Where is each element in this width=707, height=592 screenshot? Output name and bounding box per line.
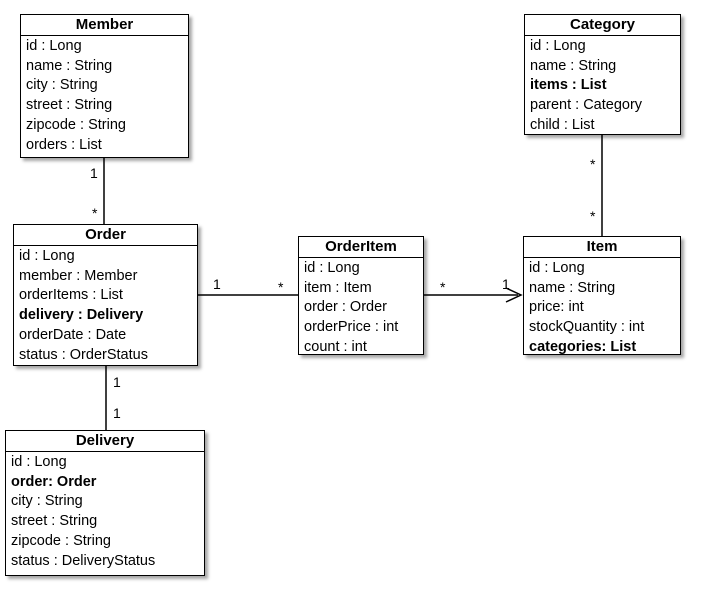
class-order: Order id : Long member : Member orderItems…	[13, 224, 198, 366]
class-attribute: order: Order	[11, 473, 97, 490]
class-orderitem: OrderItem id : Long item : Item order : Or…	[298, 236, 424, 355]
class-attribute: status : DeliveryStatus	[11, 552, 156, 569]
class-attribute: name : String	[530, 57, 617, 74]
class-attribute: street : String	[26, 97, 113, 114]
class-attribute: status : OrderStatus	[19, 346, 148, 363]
class-attribute: id : Long	[529, 260, 585, 276]
class-attribute: parent : Category	[530, 97, 643, 114]
class-attribute: member : Member	[19, 267, 138, 284]
class-attribute: id : Long	[11, 454, 67, 470]
multiplicity-member-end: 1	[90, 165, 98, 181]
class-attribute: items : List	[530, 77, 607, 94]
class-attribute: orderItems : List	[19, 287, 123, 304]
class-category: Category id : Long name : String items : L…	[524, 14, 681, 135]
multiplicity-order-to-delivery: 1	[113, 374, 121, 390]
multiplicity-item-from-category: *	[590, 208, 596, 224]
class-title: Order	[14, 225, 197, 246]
class-attribute: stockQuantity : int	[529, 319, 645, 336]
class-attribute: name : String	[26, 57, 113, 74]
class-attribute: price: int	[529, 299, 584, 316]
class-attribute: city : String	[26, 77, 98, 94]
class-title: Category	[525, 15, 680, 36]
class-attribute: zipcode : String	[11, 532, 111, 549]
multiplicity-orderitem-to-item: *	[440, 279, 446, 295]
class-attribute: item : Item	[304, 279, 372, 296]
class-attribute: order : Order	[304, 299, 387, 316]
multiplicity-orderitem-from-order: *	[278, 279, 284, 295]
multiplicity-item-from-orderitem: 1	[502, 276, 510, 292]
class-attribute: orderPrice : int	[304, 319, 399, 336]
class-title: OrderItem	[299, 237, 423, 258]
class-attribute: id : Long	[19, 248, 75, 264]
class-attribute: orderDate : Date	[19, 326, 127, 343]
class-title: Member	[21, 15, 188, 36]
class-attributes: id : Long name : String items : List parent…	[525, 36, 680, 136]
class-attribute: delivery : Delivery	[19, 307, 144, 324]
multiplicity-order-end: *	[92, 205, 98, 221]
class-member: Member id : Long name : String city : Stri…	[20, 14, 189, 158]
class-attribute: id : Long	[26, 38, 82, 54]
class-attribute: name : String	[529, 279, 616, 296]
class-attribute: zipcode : String	[26, 116, 126, 133]
class-attribute: count : int	[304, 338, 367, 355]
class-attributes: id : Long order: Order city : String street…	[6, 452, 204, 571]
class-title: Delivery	[6, 431, 204, 452]
class-attributes: id : Long member : Member orderItems : Lis…	[14, 246, 197, 365]
class-attributes: id : Long name : String city : String stree…	[21, 36, 188, 155]
multiplicity-category-end: *	[590, 156, 596, 172]
class-attribute: street : String	[11, 513, 98, 530]
class-attribute: categories: List	[529, 338, 637, 355]
class-attribute: city : String	[11, 493, 83, 510]
multiplicity-order-to-orderitem: 1	[213, 276, 221, 292]
class-attribute: child : List	[530, 116, 595, 133]
class-attribute: id : Long	[530, 38, 586, 54]
class-attributes: id : Long item : Item order : Order orderPr…	[299, 258, 423, 358]
class-item: Item id : Long name : String price: int sto…	[523, 236, 681, 355]
class-attributes: id : Long name : String price: int stockQua…	[524, 258, 680, 358]
class-title: Item	[524, 237, 680, 258]
class-attribute: id : Long	[304, 260, 360, 276]
orderitem-item-arrowhead	[505, 287, 523, 303]
class-delivery: Delivery id : Long order: Order city : Str…	[5, 430, 205, 576]
multiplicity-delivery-end: 1	[113, 405, 121, 421]
class-attribute: orders : List	[26, 136, 102, 153]
